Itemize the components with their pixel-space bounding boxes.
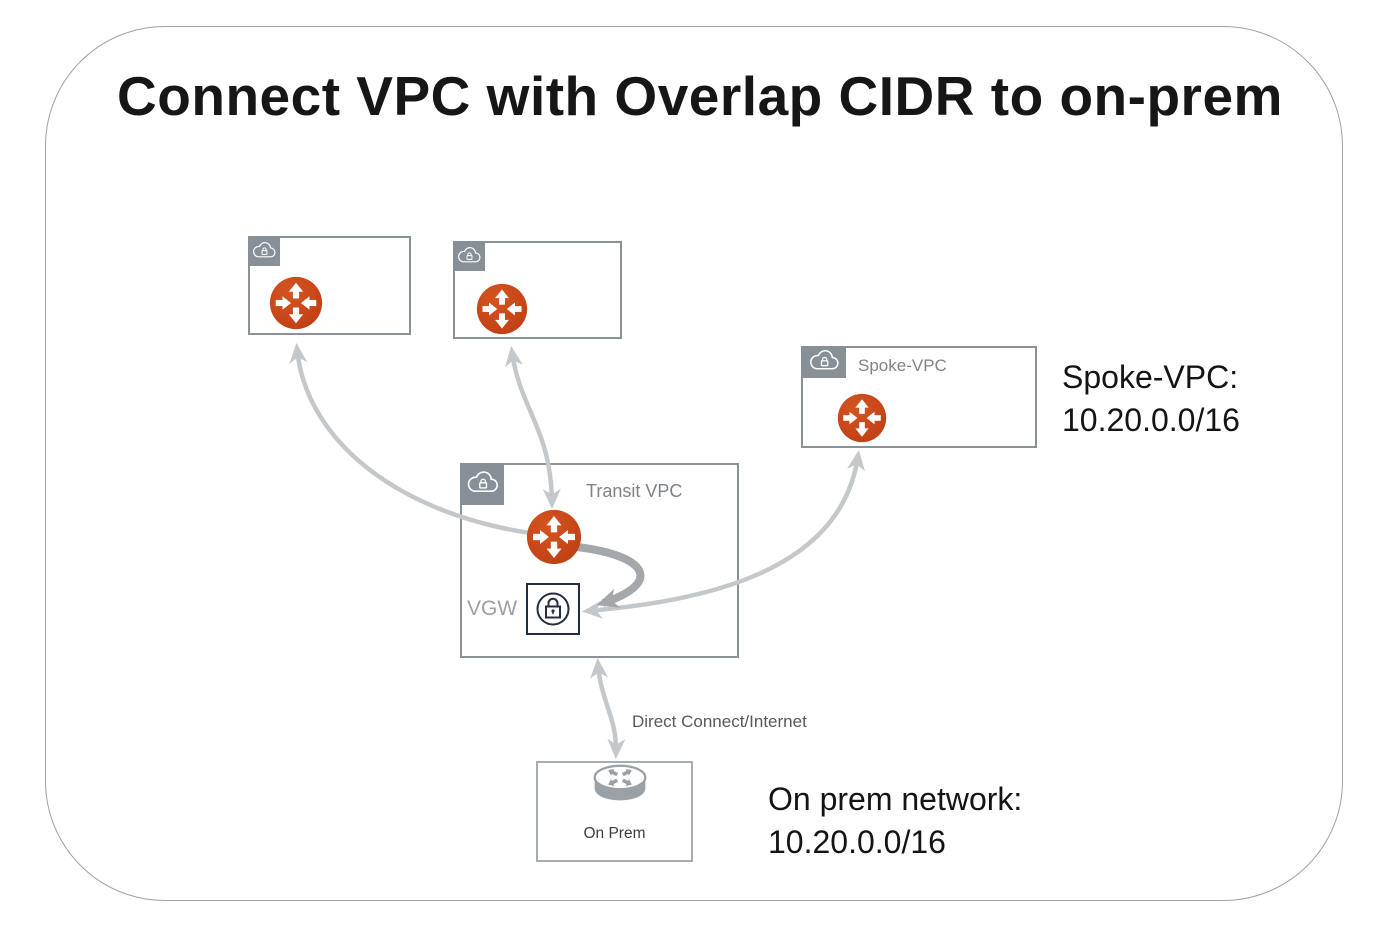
arrow-transit-to-vpc1 bbox=[289, 343, 531, 536]
onprem-cidr-note: On prem network: 10.20.0.0/16 bbox=[768, 778, 1022, 864]
vgw-icon-frame bbox=[526, 583, 580, 635]
transit-router-icon bbox=[526, 509, 582, 565]
arrow-router-to-vgw-loop bbox=[576, 543, 645, 608]
vpc-cloud-lock-icon bbox=[253, 241, 276, 257]
spoke-cidr-note: Spoke-VPC: 10.20.0.0/16 bbox=[1062, 356, 1240, 442]
onprem-cidr-line1: On prem network: bbox=[768, 781, 1023, 817]
vpc1-tab bbox=[248, 236, 280, 266]
transit-vpc-label: Transit VPC bbox=[586, 481, 683, 501]
spoke-cidr-line2: 10.20.0.0/16 bbox=[1062, 402, 1240, 438]
onprem-router-icon bbox=[593, 764, 647, 801]
vpc-cloud-lock-icon bbox=[467, 471, 498, 492]
spoke-vpc-tab bbox=[801, 346, 846, 378]
direct-connect-label: Direct Connect/Internet bbox=[632, 712, 807, 731]
vpc-cloud-lock-icon bbox=[458, 246, 481, 262]
spoke-cidr-line1: Spoke-VPC: bbox=[1062, 359, 1239, 395]
vpc-cloud-lock-icon bbox=[809, 350, 839, 370]
vpc1-router-icon bbox=[269, 276, 323, 330]
onprem-cidr-line2: 10.20.0.0/16 bbox=[768, 824, 946, 860]
onprem-box bbox=[536, 761, 693, 862]
onprem-label: On Prem bbox=[583, 825, 646, 842]
spoke-router-icon bbox=[837, 393, 887, 443]
vpc2-tab bbox=[453, 241, 485, 271]
arrow-vgw-to-spoke bbox=[582, 450, 865, 619]
vpc2-router-icon bbox=[476, 283, 528, 335]
arrow-transit-to-onprem bbox=[590, 658, 626, 759]
diagram-title: Connect VPC with Overlap CIDR to on-prem bbox=[117, 65, 1283, 127]
spoke-vpc-label: Spoke-VPC bbox=[858, 356, 947, 375]
transit-vpc-tab bbox=[460, 463, 504, 505]
vgw-label: VGW bbox=[467, 597, 518, 620]
arrow-transit-to-vpc2 bbox=[505, 346, 561, 509]
vgw-lock-icon bbox=[536, 592, 570, 626]
